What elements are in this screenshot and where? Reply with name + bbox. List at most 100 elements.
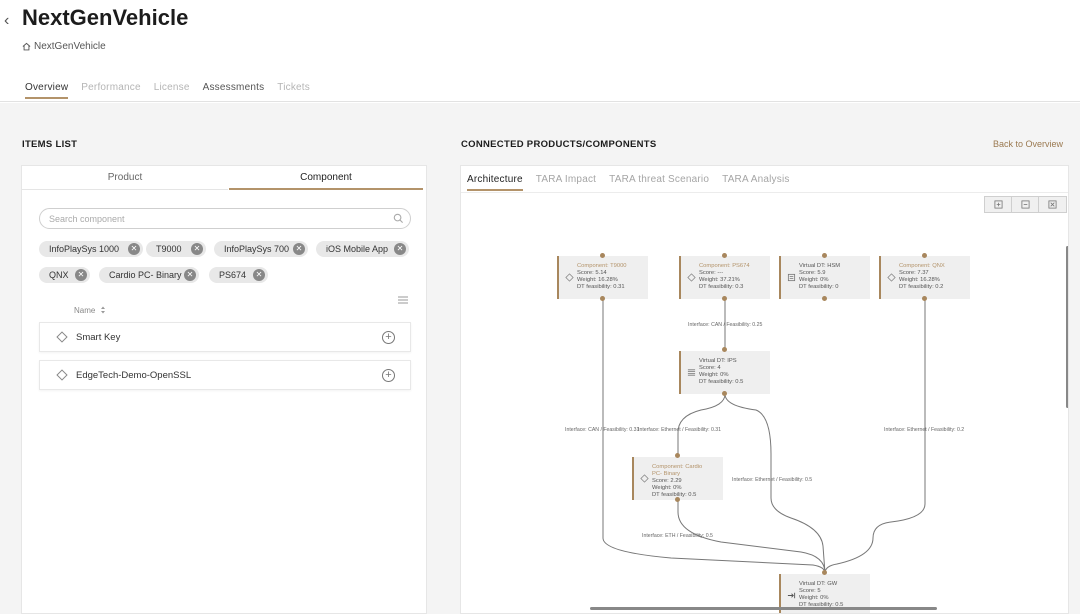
- home-icon: [22, 42, 31, 51]
- chip-label: PS674: [219, 270, 247, 280]
- list-menu-icon[interactable]: [398, 296, 408, 304]
- port-dot[interactable]: [922, 296, 927, 301]
- node-dt-feasibility: DT feasibility: 0.5: [652, 492, 697, 498]
- edge-label: Interface: Ethernet / Feasibility: 0.5: [732, 477, 813, 483]
- page-header: ‹ NextGenVehicle NextGenVehicle Overview…: [0, 0, 1080, 102]
- search-icon[interactable]: [393, 213, 404, 224]
- close-icon[interactable]: ✕: [253, 269, 265, 281]
- tab-tara-impact[interactable]: TARA Impact: [535, 174, 597, 185]
- tab-performance[interactable]: Performance: [81, 82, 141, 93]
- graph-node-cardio[interactable]: Component: Cardio PC- Binary Score: 2.29…: [632, 457, 723, 500]
- chip-label: iOS Mobile App: [326, 244, 389, 254]
- graph-node-qnx[interactable]: Component: QNX Score: 7.37 Weight: 16.28…: [879, 256, 970, 299]
- tab-assessments[interactable]: Assessments: [202, 82, 265, 93]
- close-icon[interactable]: ✕: [394, 243, 406, 255]
- diamond-icon: [56, 331, 68, 343]
- edge-label: Interface: CAN / Feasibility: 0.31: [565, 427, 640, 433]
- search-input[interactable]: [40, 209, 370, 229]
- zoom-in-button[interactable]: [985, 197, 1012, 212]
- graph-node-hsm[interactable]: Virtual DT: HSM Score: 5.9 Weight: 0% DT…: [779, 256, 870, 299]
- connected-panel: Architecture TARA Impact TARA threat Sce…: [460, 165, 1069, 614]
- node-weight: Weight: 37.21%: [699, 277, 740, 283]
- filter-chip: iOS Mobile App ✕: [316, 241, 409, 257]
- node-title: Component: Cardio PC- Binary: [652, 464, 703, 477]
- node-dt-feasibility: DT feasibility: 0.31: [577, 284, 625, 290]
- breadcrumb-label: NextGenVehicle: [34, 41, 106, 52]
- vertical-scrollbar[interactable]: [1066, 246, 1068, 408]
- tab-tara-threat-scenario[interactable]: TARA threat Scenario: [609, 174, 710, 185]
- list-item-label: EdgeTech-Demo-OpenSSL: [76, 370, 192, 381]
- add-icon[interactable]: +: [382, 331, 395, 344]
- tab-tickets[interactable]: Tickets: [277, 82, 310, 93]
- close-icon[interactable]: ✕: [191, 243, 203, 255]
- node-weight: Weight: 0%: [799, 277, 829, 283]
- node-dt-feasibility: DT feasibility: 0.5: [799, 602, 844, 608]
- graph-node-ps674[interactable]: Component: PS674 Score: --- Weight: 37.2…: [679, 256, 770, 299]
- node-score: Score: ---: [699, 270, 724, 276]
- list-item[interactable]: EdgeTech-Demo-OpenSSL +: [39, 360, 411, 390]
- chip-label: InfoPlaySys 1000: [49, 244, 120, 254]
- segment-component[interactable]: Component: [229, 166, 423, 190]
- tab-overview[interactable]: Overview: [25, 82, 69, 99]
- horizontal-scrollbar[interactable]: [590, 607, 937, 610]
- chip-icon: [787, 273, 796, 282]
- back-chevron-icon[interactable]: ‹: [4, 12, 10, 29]
- add-icon[interactable]: +: [382, 369, 395, 382]
- edge-label: Interface: Ethernet / Feasibility: 0.31: [638, 427, 722, 433]
- zoom-controls: [984, 196, 1067, 213]
- port-dot[interactable]: [675, 453, 680, 458]
- filter-chip: T9000 ✕: [146, 241, 206, 257]
- port-dot[interactable]: [722, 347, 727, 352]
- node-score: Score: 2.29: [652, 478, 682, 484]
- close-icon[interactable]: ✕: [75, 269, 87, 281]
- port-dot[interactable]: [822, 296, 827, 301]
- port-dot[interactable]: [722, 296, 727, 301]
- port-dot[interactable]: [600, 296, 605, 301]
- list-item[interactable]: Smart Key +: [39, 322, 411, 352]
- fit-view-icon: [1048, 200, 1057, 209]
- port-dot[interactable]: [722, 253, 727, 258]
- items-list-panel: Product Component InfoPlaySys 1000 ✕ T90…: [21, 165, 427, 614]
- column-label: Name: [74, 305, 96, 315]
- edge-label: Interface: Ethernet / Feasibility: 0.2: [884, 427, 965, 433]
- tab-license[interactable]: License: [153, 82, 190, 93]
- node-score: Score: 5: [799, 588, 821, 594]
- port-dot[interactable]: [822, 253, 827, 258]
- gateway-icon: [787, 592, 796, 599]
- name-column-header[interactable]: Name: [74, 305, 106, 315]
- chip-label: QNX: [49, 270, 69, 280]
- close-icon[interactable]: ✕: [293, 243, 305, 255]
- edge-qnx-gw: [824, 299, 926, 574]
- node-title: Component: PS674: [699, 263, 750, 269]
- graph-node-ips[interactable]: Virtual DT: IPS Score: 4 Weight: 0% DT f…: [679, 351, 770, 394]
- tab-tara-analysis[interactable]: TARA Analysis: [722, 174, 790, 185]
- items-list-title: ITEMS LIST: [22, 139, 78, 150]
- node-dt-feasibility: DT feasibility: 0.3: [699, 284, 744, 290]
- node-score: Score: 5.9: [799, 270, 826, 276]
- port-dot[interactable]: [600, 253, 605, 258]
- tab-architecture[interactable]: Architecture: [467, 174, 523, 191]
- port-dot[interactable]: [722, 391, 727, 396]
- graph-node-t9000[interactable]: Component: T9000 Score: 5.14 Weight: 16.…: [557, 256, 648, 299]
- port-dot[interactable]: [675, 497, 680, 502]
- chip-label: InfoPlaySys 700: [224, 244, 290, 254]
- close-icon[interactable]: ✕: [128, 243, 140, 255]
- chip-label: Cardio PC- Binary: [109, 270, 182, 280]
- fit-view-button[interactable]: [1039, 197, 1066, 212]
- diamond-icon: [640, 474, 649, 483]
- zoom-out-button[interactable]: [1012, 197, 1039, 212]
- segment-product[interactable]: Product: [22, 166, 228, 190]
- close-icon[interactable]: ✕: [184, 269, 196, 281]
- node-score: Score: 5.14: [577, 270, 607, 276]
- main-tabs: Overview Performance License Assessments…: [25, 82, 323, 99]
- search-box: [39, 208, 411, 229]
- back-to-overview-link[interactable]: Back to Overview: [993, 139, 1064, 149]
- sort-icon[interactable]: [100, 305, 106, 315]
- port-dot[interactable]: [822, 570, 827, 575]
- port-dot[interactable]: [922, 253, 927, 258]
- list-item-label: Smart Key: [76, 332, 121, 343]
- graph-node-gw[interactable]: Virtual DT: GW Score: 5 Weight: 0% DT fe…: [779, 574, 870, 613]
- breadcrumb[interactable]: NextGenVehicle: [22, 41, 106, 52]
- node-weight: Weight: 0%: [652, 485, 682, 491]
- node-dt-feasibility: DT feasibility: 0: [799, 284, 839, 290]
